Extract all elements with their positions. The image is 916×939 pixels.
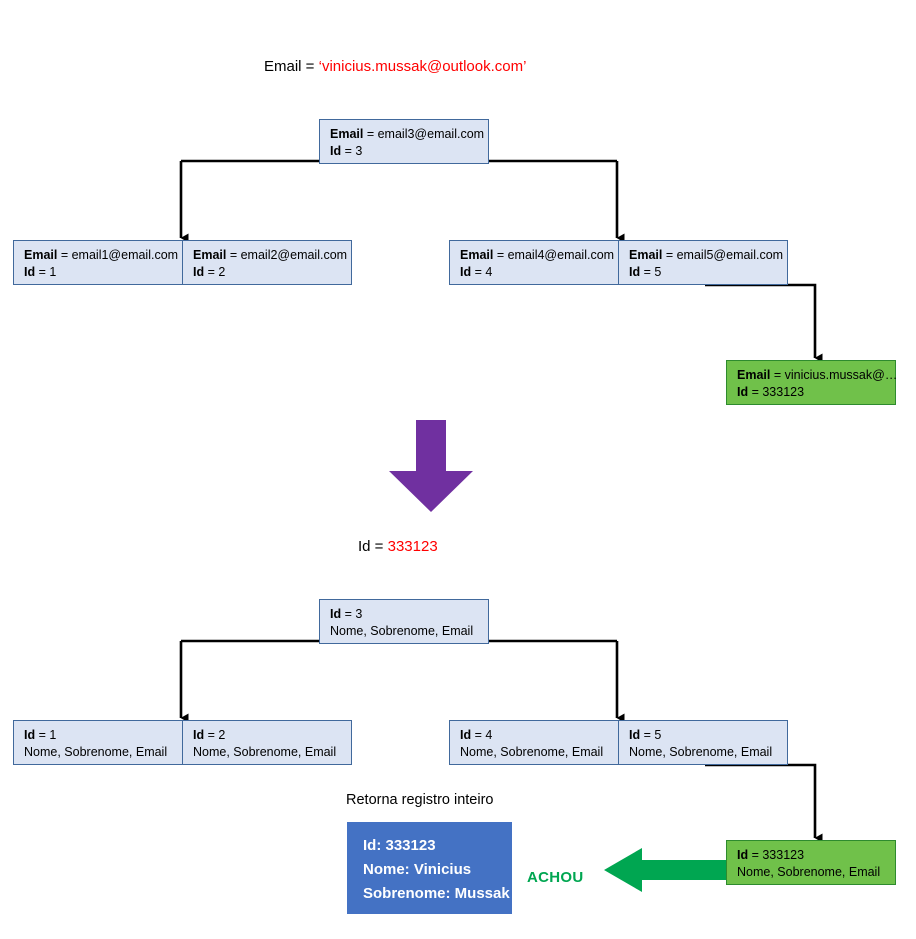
query-equals: = xyxy=(301,58,319,75)
data-root-id-label: Id xyxy=(330,607,342,621)
data-found-columns: Nome, Sobrenome, Email xyxy=(737,865,881,879)
data-leaf-4-columns: Nome, Sobrenome, Email xyxy=(460,745,604,759)
index-root-id-label: Id xyxy=(330,144,342,158)
index-leaf-1-key-line: Email = email1@email.com xyxy=(24,247,182,264)
data-root-columns: Nome, Sobrenome, Email xyxy=(330,624,474,638)
data-leaf-2-columns: Nome, Sobrenome, Email xyxy=(193,745,337,759)
index-leaf-5-key-label: Email xyxy=(629,248,663,262)
data-leaf-5-id-label: Id xyxy=(629,728,641,742)
index-leaf-5-key-value: = email5@email.com xyxy=(662,248,784,262)
index-found-id-line: Id = 333123 xyxy=(737,384,895,401)
data-leaf-node-4[interactable]: Id = 4 Nome, Sobrenome, Email xyxy=(449,720,619,765)
down-arrow-icon xyxy=(389,420,473,512)
index-leaf-1-key-label: Email xyxy=(24,248,58,262)
result-line-sobrenome: Sobrenome: Mussak xyxy=(363,885,510,902)
data-leaf-2-id-line: Id = 2 xyxy=(193,727,351,744)
data-found-id-line: Id = 333123 xyxy=(737,847,895,864)
index-leaf-2-key-value: = email2@email.com xyxy=(226,248,348,262)
index-leaf-node-1[interactable]: Email = email1@email.com Id = 1 xyxy=(13,240,183,285)
data-root-id-value: = 3 xyxy=(341,607,363,621)
data-leaf-node-2[interactable]: Id = 2 Nome, Sobrenome, Email xyxy=(182,720,352,765)
data-leaf-1-id-label: Id xyxy=(24,728,36,742)
data-root-node[interactable]: Id = 3 Nome, Sobrenome, Email xyxy=(319,599,489,644)
index-leaf-2-id-line: Id = 2 xyxy=(193,264,351,281)
data-leaf-1-columns: Nome, Sobrenome, Email xyxy=(24,745,168,759)
index-found-node[interactable]: Email = vinicius.mussak@… Id = 333123 xyxy=(726,360,898,405)
lookup-id-label: Id xyxy=(358,538,371,555)
data-leaf-5-id-line: Id = 5 xyxy=(629,727,787,744)
lookup-id-value: 333123 xyxy=(387,538,438,555)
index-leaf-2-key-line: Email = email2@email.com xyxy=(193,247,351,264)
index-leaf-5-key-line: Email = email5@email.com xyxy=(629,247,787,264)
query-expression: Email = ‘vinicius.mussak@outlook.com’ xyxy=(264,58,526,75)
data-leaf-node-1[interactable]: Id = 1 Nome, Sobrenome, Email xyxy=(13,720,183,765)
index-leaf-5-id-value: = 5 xyxy=(640,265,662,279)
data-leaf-4-id-line: Id = 4 xyxy=(460,727,618,744)
index-leaf-1-id-value: = 1 xyxy=(35,265,57,279)
index-root-key-label: Email xyxy=(330,127,364,141)
index-leaf-1-id-label: Id xyxy=(24,265,36,279)
index-leaf-2-id-label: Id xyxy=(193,265,205,279)
found-label: ACHOU xyxy=(527,869,584,886)
result-record-box[interactable]: Id: 333123 Nome: Vinicius Sobrenome: Mus… xyxy=(347,822,512,926)
index-root-node[interactable]: Email = email3@email.com Id = 3 xyxy=(319,119,489,164)
query-field-label: Email xyxy=(264,58,302,75)
index-leaf-4-key-value: = email4@email.com xyxy=(493,248,615,262)
lookup-id-equals: = xyxy=(370,538,388,555)
index-found-key-label: Email xyxy=(737,368,771,382)
result-line-nome: Nome: Vinicius xyxy=(363,861,472,878)
index-root-key-line: Email = email3@email.com xyxy=(330,126,488,143)
index-leaf-1-key-value: = email1@email.com xyxy=(57,248,179,262)
index-leaf-4-id-value: = 4 xyxy=(471,265,493,279)
index-leaf-5-id-line: Id = 5 xyxy=(629,264,787,281)
data-leaf-1-id-value: = 1 xyxy=(35,728,57,742)
index-root-id-line: Id = 3 xyxy=(330,143,488,160)
query-value: ‘vinicius.mussak@outlook.com’ xyxy=(318,58,527,75)
data-leaf-5-columns: Nome, Sobrenome, Email xyxy=(629,745,773,759)
index-leaf-4-key-line: Email = email4@email.com xyxy=(460,247,618,264)
data-root-id-line: Id = 3 xyxy=(330,606,488,623)
index-leaf-4-id-line: Id = 4 xyxy=(460,264,618,281)
result-line-ellipsis: … xyxy=(417,909,432,926)
data-leaf-2-id-value: = 2 xyxy=(204,728,226,742)
index-leaf-1-id-line: Id = 1 xyxy=(24,264,182,281)
index-leaf-node-4[interactable]: Email = email4@email.com Id = 4 xyxy=(449,240,619,285)
data-leaf-node-5[interactable]: Id = 5 Nome, Sobrenome, Email xyxy=(618,720,788,765)
index-leaf-5-id-label: Id xyxy=(629,265,641,279)
data-found-id-label: Id xyxy=(737,848,749,862)
data-found-id-value: = 333123 xyxy=(748,848,805,862)
data-leaf-4-id-value: = 4 xyxy=(471,728,493,742)
result-line-id: Id: 333123 xyxy=(363,837,436,854)
index-root-key-value: = email3@email.com xyxy=(363,127,485,141)
index-found-key-value: = vinicius.mussak@… xyxy=(770,368,898,382)
index-leaf-2-key-label: Email xyxy=(193,248,227,262)
index-leaf-4-key-label: Email xyxy=(460,248,494,262)
lookup-id-expression: Id = 333123 xyxy=(358,538,438,555)
data-found-node[interactable]: Id = 333123 Nome, Sobrenome, Email xyxy=(726,840,896,885)
index-leaf-4-id-label: Id xyxy=(460,265,472,279)
data-leaf-5-id-value: = 5 xyxy=(640,728,662,742)
data-leaf-4-id-label: Id xyxy=(460,728,472,742)
data-leaf-2-id-label: Id xyxy=(193,728,205,742)
left-arrow-icon xyxy=(604,848,726,892)
index-leaf-node-5[interactable]: Email = email5@email.com Id = 5 xyxy=(618,240,788,285)
index-found-id-value: = 333123 xyxy=(748,385,805,399)
index-root-id-value: = 3 xyxy=(341,144,363,158)
index-leaf-node-2[interactable]: Email = email2@email.com Id = 2 xyxy=(182,240,352,285)
index-found-key-line: Email = vinicius.mussak@… xyxy=(737,367,898,384)
index-leaf-2-id-value: = 2 xyxy=(204,265,226,279)
index-found-id-label: Id xyxy=(737,385,749,399)
result-caption: Retorna registro inteiro xyxy=(346,792,494,808)
data-leaf-1-id-line: Id = 1 xyxy=(24,727,182,744)
